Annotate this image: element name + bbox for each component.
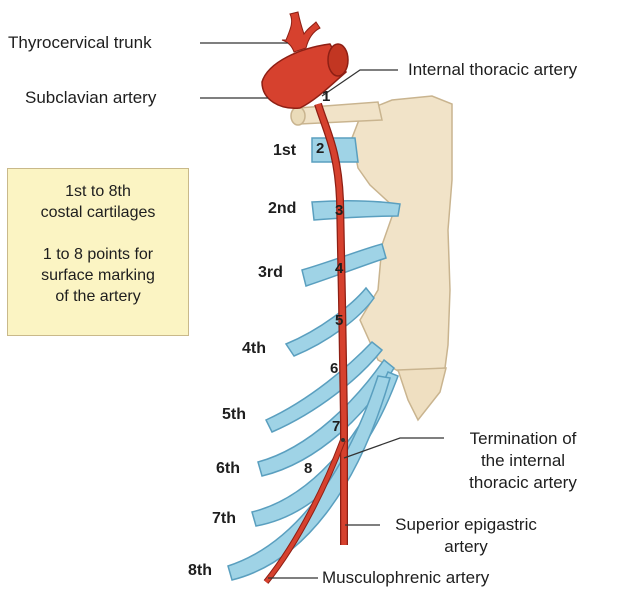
- note-line-4: surface marking: [8, 265, 188, 286]
- rib-label-8th: 8th: [188, 562, 212, 580]
- point-8: 8: [304, 460, 312, 477]
- termination-label: Termination of the internal thoracic art…: [448, 428, 598, 494]
- rib-label-5th: 5th: [222, 406, 246, 424]
- thyrocervical-trunk-label: Thyrocervical trunk: [8, 33, 152, 53]
- subclavian-artery-label: Subclavian artery: [25, 88, 156, 108]
- rib-label-6th: 6th: [216, 460, 240, 478]
- note-line-3: 1 to 8 points for: [8, 244, 188, 265]
- subclavian-opening: [328, 44, 348, 76]
- clavicle-end: [291, 107, 305, 125]
- point-3: 3: [335, 202, 343, 219]
- point-5: 5: [335, 312, 343, 329]
- superior-epigastric-label: Superior epigastric artery: [386, 514, 546, 558]
- sternum: [352, 96, 452, 372]
- musculophrenic-artery-label: Musculophrenic artery: [322, 568, 489, 588]
- note-box: 1st to 8th costal cartilages 1 to 8 poin…: [7, 168, 189, 336]
- internal-thoracic-artery-label: Internal thoracic artery: [408, 60, 577, 80]
- point-4: 4: [335, 260, 343, 277]
- termination-dot: [341, 438, 345, 442]
- note-line-2: costal cartilages: [8, 202, 188, 223]
- termination-line-2: the internal: [448, 450, 598, 472]
- note-line-5: of the artery: [8, 286, 188, 307]
- rib-label-4th: 4th: [242, 340, 266, 358]
- superior-epigastric-line-2: artery: [386, 536, 546, 558]
- rib-label-7th: 7th: [212, 510, 236, 528]
- superior-epigastric-line-1: Superior epigastric: [386, 514, 546, 536]
- thyrocervical-trunk-shape: [282, 12, 320, 52]
- point-7: 7: [332, 418, 340, 435]
- clavicle: [298, 102, 382, 124]
- termination-line-1: Termination of: [448, 428, 598, 450]
- rib-label-1st: 1st: [273, 142, 296, 160]
- rib-label-2nd: 2nd: [268, 200, 296, 218]
- point-2: 2: [316, 140, 324, 157]
- xiphoid-process: [398, 368, 446, 420]
- point-1: 1: [322, 88, 330, 105]
- point-6: 6: [330, 360, 338, 377]
- rib-label-3rd: 3rd: [258, 264, 283, 282]
- cartilage-2: [312, 201, 400, 220]
- note-line-1: 1st to 8th: [8, 181, 188, 202]
- termination-line-3: thoracic artery: [448, 472, 598, 494]
